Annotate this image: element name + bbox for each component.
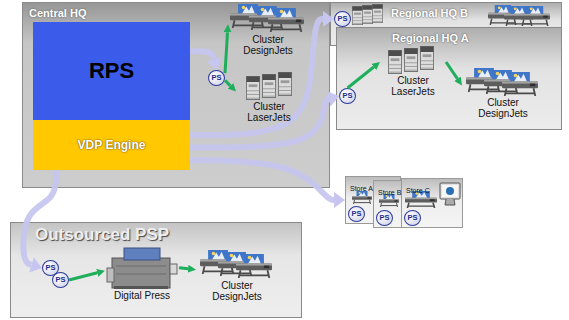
distribution-arrow [190,160,334,200]
store-label: Store B [376,188,401,196]
site-title: Regional HQ A [392,30,469,44]
print-flow-arrow [348,67,374,88]
ps-label: PS [379,214,389,222]
site-title: Regional HQ B [391,5,468,19]
print-flow-arrow [69,273,97,280]
ps-label: PS [342,92,352,100]
cluster-label: Cluster DesignJets [228,34,308,56]
cluster-label: Cluster DesignJets [196,280,278,302]
store-printer-icon [352,191,437,208]
press-machine: Digital Press [105,246,179,308]
ps-label: PS [351,210,361,218]
ps-label: PS [45,264,55,272]
ps-badge: PS [339,88,356,104]
rps-box: RPS [33,22,190,120]
distribution-arrow [190,99,329,148]
site-title: Central HQ [29,5,86,19]
digital-press-icon [107,248,177,289]
printer-cluster: Cluster DesignJets [196,248,278,310]
ps-badge: PS [348,206,365,222]
cluster-label: Cluster LaserJets [236,101,302,123]
distribution-arrow [190,51,214,59]
designjet-cluster-icon [466,68,538,96]
distribution-arrow [23,170,56,265]
band-label: VDP Engine [78,138,146,152]
ps-badge: PS [404,210,421,226]
designjet-cluster-icon [230,4,304,32]
printer-cluster: Cluster DesignJets [228,4,308,62]
print-flow-arrow [225,80,230,85]
store-label: Store A [348,184,373,192]
cluster-label: Cluster LaserJets [380,75,446,97]
ps-badge: PS [52,272,69,288]
site-panel: PSPS Digital Press Cluster DesignJets Outso… [10,222,302,318]
print-flow-arrow [446,62,457,79]
ps-label: PS [407,214,417,222]
store-panel: PS Store C [401,178,463,228]
ps-label: PS [55,276,65,284]
ps-badge: PS [376,210,393,226]
site-title: Outsourced PSP [35,223,169,245]
cluster-label: Digital Press [114,290,170,301]
site-panel: RPS VDP Engine PS Cluster DesignJetsCluster… [22,2,330,188]
ps-label: PS [337,15,347,23]
printer-cluster: Cluster LaserJets [380,44,446,104]
laserjet-cluster-icon [246,72,291,99]
distribution-arrow [190,19,323,135]
print-flow-arrow [225,32,228,73]
laserjet-cluster-icon [388,46,433,73]
designjet-cluster-icon [200,250,272,278]
store-monitor-icon [440,183,460,205]
printer-cluster: Cluster DesignJets [462,68,544,126]
ps-badge: PS [334,11,351,27]
box-label: RPS [89,58,134,84]
regional-b-printers-icon [352,4,550,26]
ps-badge: PS [208,70,225,86]
printer-cluster: Cluster LaserJets [236,72,302,128]
store-label: Store C [404,186,430,194]
site-panel: PS Cluster LaserJetsCluster DesignJets Reg… [336,27,562,130]
ps-label: PS [211,74,221,82]
vdp-engine-band: VDP Engine [33,120,190,170]
print-flow-arrow [179,268,188,269]
cluster-label: Cluster DesignJets [462,97,544,119]
